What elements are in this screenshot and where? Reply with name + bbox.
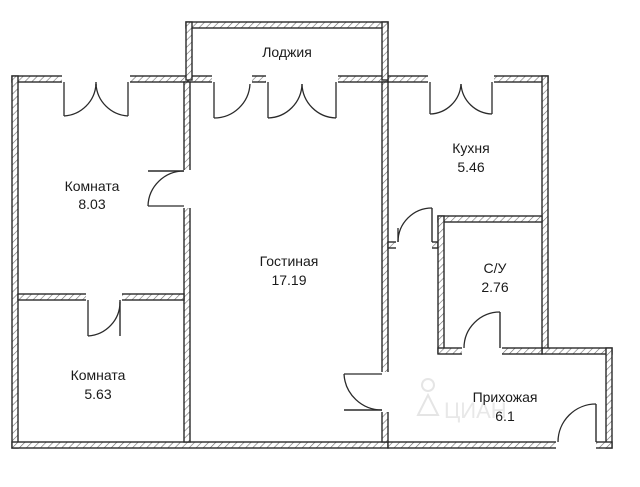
door-living-double xyxy=(267,82,337,119)
room-area-room1: 8.03 xyxy=(78,196,105,212)
room-name-kitchen: Кухня xyxy=(452,140,489,156)
door-living-side xyxy=(343,373,383,411)
door-openings xyxy=(62,75,596,449)
room-labels: Лоджия Комната 8.03 Гостиная 17.19 Кухня… xyxy=(65,44,538,424)
room-name-room1: Комната xyxy=(65,178,120,194)
walls xyxy=(11,21,613,449)
door-living-left xyxy=(213,82,251,119)
room-name-hallway: Прихожая xyxy=(473,389,538,405)
door-room1-top xyxy=(63,82,129,117)
watermark-logo-icon xyxy=(416,378,440,416)
room-name-bathroom: С/У xyxy=(484,260,507,276)
room-name-room2: Комната xyxy=(71,367,126,383)
room-area-kitchen: 5.46 xyxy=(457,159,484,175)
door-kitchen-hall xyxy=(397,207,433,243)
door-room1-side xyxy=(147,170,185,207)
room-area-hallway: 6.1 xyxy=(495,408,515,424)
door-kitchen-top xyxy=(429,82,493,115)
room-name-living: Гостиная xyxy=(260,253,319,269)
door-room2 xyxy=(87,300,121,337)
room-area-room2: 5.63 xyxy=(84,386,111,402)
room-area-bathroom: 2.76 xyxy=(481,279,508,295)
room-name-loggia: Лоджия xyxy=(262,44,312,60)
room-area-living: 17.19 xyxy=(271,272,306,288)
doors xyxy=(63,82,597,443)
watermark: ЦИАН xyxy=(416,378,507,423)
door-bathroom xyxy=(463,311,501,349)
door-entrance xyxy=(557,403,597,443)
watermark-text: ЦИАН xyxy=(444,398,507,423)
